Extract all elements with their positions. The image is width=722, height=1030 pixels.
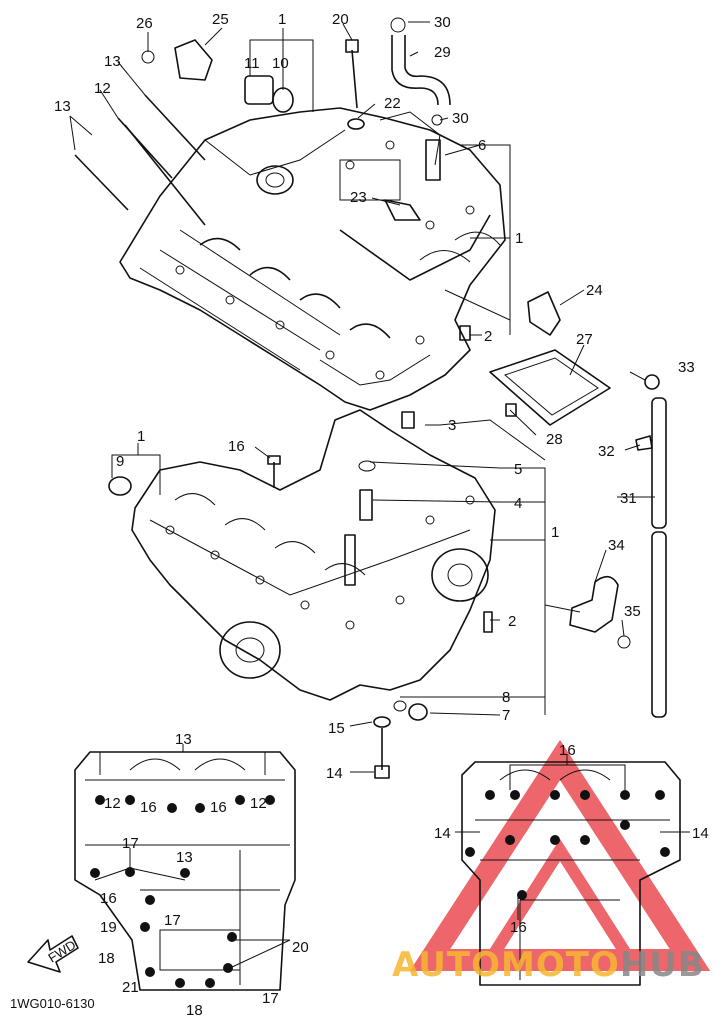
callout-b18b: 18 (186, 1002, 203, 1019)
callout-b17c: 17 (262, 990, 279, 1007)
callout-b19: 19 (100, 919, 117, 936)
bolt-dots (90, 790, 670, 988)
callout-b20: 20 (292, 939, 309, 956)
fwd-label: FWD (45, 937, 78, 965)
callout-3: 3 (448, 417, 456, 434)
callout-29: 29 (434, 44, 451, 61)
callout-1-left: 1 (137, 428, 145, 445)
callout-6: 6 (478, 137, 486, 154)
callout-9: 9 (116, 453, 124, 470)
callout-b18a: 18 (98, 950, 115, 967)
bracket-34 (569, 575, 631, 649)
pipe-31 (635, 374, 667, 718)
callout-r14-left: 14 (434, 825, 451, 842)
callout-31: 31 (620, 490, 637, 507)
watermark-part1: AUTO (392, 945, 501, 985)
callout-b12a: 12 (104, 795, 121, 812)
callout-27: 27 (576, 331, 593, 348)
callout-1-mid: 1 (551, 524, 559, 541)
watermark-part3: HUB (620, 945, 705, 985)
watermark-text: AUTOMOTOHUB (392, 945, 705, 985)
callout-4: 4 (514, 495, 522, 512)
oil-jets-and-clips (347, 118, 471, 341)
callout-2a: 2 (484, 328, 492, 345)
callout-2b: 2 (508, 613, 516, 630)
callout-b17b: 17 (164, 912, 181, 929)
callout-33: 33 (678, 359, 695, 376)
callout-12a: 12 (94, 80, 111, 97)
bracket-24 (527, 291, 561, 336)
svg-text:AUTOMOTOHUB: AUTOMOTOHUB (392, 945, 705, 985)
callout-15: 15 (328, 720, 345, 737)
bolt-pattern-view-right (461, 761, 681, 986)
callout-22: 22 (384, 95, 401, 112)
callout-b17a: 17 (122, 835, 139, 852)
callout-16a: 16 (228, 438, 245, 455)
callout-b16b: 16 (210, 799, 227, 816)
callout-8: 8 (502, 689, 510, 706)
callout-r16-bottom: 16 (510, 919, 527, 936)
callout-23: 23 (350, 189, 367, 206)
callout-14: 14 (326, 765, 343, 782)
callout-13b: 13 (54, 98, 71, 115)
callout-b13b: 13 (176, 849, 193, 866)
callout-r14-right: 14 (692, 825, 709, 842)
callout-30b: 30 (452, 110, 469, 127)
watermark-part2: MOTO (501, 945, 620, 985)
drain-plug-and-bolt (267, 455, 428, 779)
callout-26: 26 (136, 15, 153, 32)
callout-34: 34 (608, 537, 625, 554)
callout-b16a: 16 (140, 799, 157, 816)
callout-r16-top: 16 (559, 742, 576, 759)
callout-30a: 30 (434, 14, 451, 31)
callout-32: 32 (598, 443, 615, 460)
strainer-27 (489, 349, 611, 426)
callout-b21: 21 (122, 979, 139, 996)
callout-b13: 13 (175, 731, 192, 748)
callout-b12b: 12 (250, 795, 267, 812)
bearing-and-seal (141, 39, 294, 113)
lower-crankcase (108, 409, 496, 701)
callout-7: 7 (502, 707, 510, 724)
callout-b16c: 16 (100, 890, 117, 907)
callout-35: 35 (624, 603, 641, 620)
callout-28: 28 (546, 431, 563, 448)
callout-25: 25 (212, 11, 229, 28)
callout-20-top: 20 (332, 11, 349, 28)
callout-11: 11 (244, 55, 260, 72)
callout-labels: 26 25 1 20 30 11 10 29 13 12 22 30 13 6 … (54, 11, 709, 1019)
callout-24: 24 (586, 282, 603, 299)
callout-13a: 13 (104, 53, 121, 70)
upper-crankcase (119, 107, 506, 411)
callout-10: 10 (272, 55, 289, 72)
long-studs (74, 39, 359, 226)
diagram-code: 1WG010-6130 (10, 996, 95, 1011)
callout-1-right: 1 (515, 230, 523, 247)
forward-arrow-icon: FWD (27, 935, 79, 973)
callout-5: 5 (514, 461, 522, 478)
callout-1-top: 1 (278, 11, 286, 28)
